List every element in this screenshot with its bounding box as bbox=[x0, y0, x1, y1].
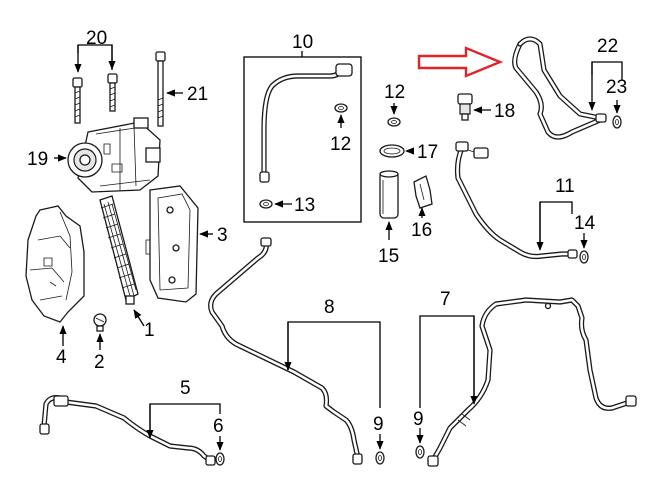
callout-12a: 12 bbox=[330, 134, 351, 155]
callout-21: 21 bbox=[187, 84, 208, 105]
dryer-part-15 bbox=[379, 170, 399, 219]
callout-13: 13 bbox=[294, 195, 315, 216]
condenser-part-1 bbox=[99, 195, 139, 305]
callout-3: 3 bbox=[217, 225, 228, 246]
o-ring-part-9 bbox=[375, 451, 385, 465]
callout-22: 22 bbox=[597, 36, 618, 57]
pipe-part-7 bbox=[427, 297, 637, 467]
red-outline-arrow-icon bbox=[417, 46, 504, 78]
callout-16: 16 bbox=[411, 220, 432, 241]
callout-23: 23 bbox=[606, 77, 627, 98]
o-ring-part-9b bbox=[415, 445, 425, 459]
callout-19: 19 bbox=[27, 149, 48, 170]
callout-4: 4 bbox=[56, 347, 67, 368]
o-ring-part-6 bbox=[215, 452, 225, 466]
leader-8 bbox=[287, 321, 381, 408]
callout-1: 1 bbox=[144, 320, 155, 341]
o-ring-part-14 bbox=[579, 250, 589, 264]
leader-1 bbox=[133, 309, 145, 327]
o-ring-part-12 bbox=[387, 117, 401, 127]
callout-17: 17 bbox=[417, 142, 438, 163]
long-bolt-part-21 bbox=[155, 51, 166, 127]
callout-8: 8 bbox=[324, 297, 335, 318]
callout-20: 20 bbox=[86, 28, 107, 49]
leader-5 bbox=[149, 403, 221, 436]
o-ring-part-23 bbox=[612, 115, 622, 129]
pipe-part-8 bbox=[208, 237, 363, 465]
hose-part-22 bbox=[512, 36, 607, 140]
callout-10: 10 bbox=[292, 32, 313, 53]
leader-11 bbox=[539, 201, 573, 248]
hose-part-11 bbox=[454, 141, 578, 260]
callout-15: 15 bbox=[378, 246, 399, 267]
callout-6: 6 bbox=[213, 416, 224, 437]
leader-7 bbox=[419, 315, 475, 408]
compressor-part-19 bbox=[67, 117, 161, 193]
callout-18: 18 bbox=[494, 101, 515, 122]
bolt-pair-part-20 bbox=[72, 73, 118, 124]
callout-14: 14 bbox=[574, 213, 596, 234]
callout-7: 7 bbox=[440, 289, 451, 310]
pipe-part-5 bbox=[39, 395, 216, 466]
callout-5: 5 bbox=[180, 378, 191, 399]
callout-11: 11 bbox=[555, 176, 575, 197]
callout-9a: 9 bbox=[373, 414, 384, 435]
bracket-part-16 bbox=[413, 175, 433, 209]
o-ring-part-13 bbox=[259, 199, 273, 209]
clamp-part-17 bbox=[379, 144, 405, 158]
o-ring-part-12-in-kit bbox=[334, 103, 348, 113]
callout-9b: 9 bbox=[413, 409, 424, 430]
suction-line-part-10 bbox=[259, 63, 353, 183]
bracket-part-3 bbox=[145, 185, 199, 303]
callout-12b: 12 bbox=[384, 82, 405, 103]
pressure-sensor-part-18 bbox=[457, 93, 473, 121]
shield-part-4 bbox=[25, 205, 85, 323]
screw-part-2 bbox=[93, 313, 107, 332]
callout-2: 2 bbox=[94, 352, 105, 373]
